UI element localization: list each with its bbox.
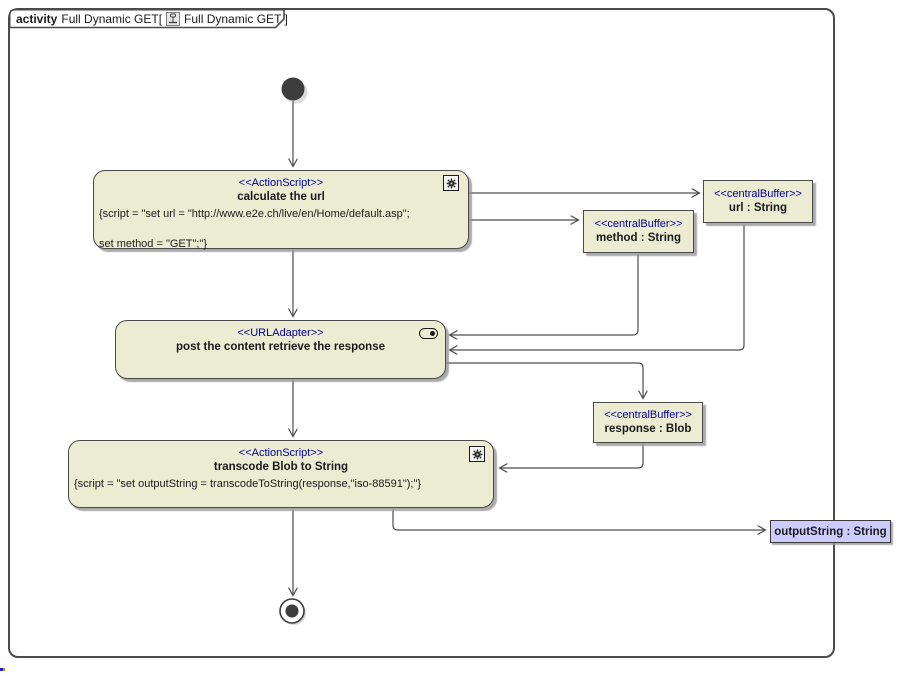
action-name: post the content retrieve the response — [176, 341, 385, 353]
frame-name-post: Full Dynamic GET ] — [184, 12, 288, 26]
action-script-text: {script = "set url = "http://www.e2e.ch/… — [99, 208, 410, 250]
initial-node[interactable] — [281, 77, 308, 104]
central-buffer-response[interactable]: <<centralBuffer>> response : Blob — [593, 402, 703, 443]
final-node[interactable] — [279, 598, 306, 625]
output-parameter-node[interactable]: outputString : String — [770, 520, 891, 543]
action-transcode[interactable]: <<ActionScript>> transcode Blob to Strin… — [68, 440, 494, 508]
activity-diagram-icon — [166, 12, 181, 26]
stereotype-label: <<URLAdapter>> — [237, 327, 324, 339]
frame-title: activity Full Dynamic GET[ Full Dynamic … — [16, 11, 288, 27]
buffer-name: response : Blob — [604, 423, 692, 435]
stereotype-label: <<ActionScript>> — [238, 177, 324, 189]
central-buffer-url[interactable]: <<centralBuffer>> url : String — [703, 180, 813, 223]
buffer-name: url : String — [728, 202, 788, 214]
stereotype-label: <<ActionScript>> — [238, 447, 324, 459]
gear-icon — [443, 175, 459, 191]
action-script-text: {script = "set outputString = transcodeT… — [74, 478, 422, 490]
stereotype-label: <<centralBuffer>> — [714, 188, 802, 200]
edge-post-to-response — [446, 362, 643, 398]
action-post-retrieve[interactable]: <<URLAdapter>> post the content retrieve… — [115, 320, 446, 379]
edge-url-to-post — [450, 224, 745, 350]
frame-keyword: activity — [16, 12, 58, 26]
central-buffer-method[interactable]: <<centralBuffer>> method : String — [583, 210, 694, 253]
activity-frame — [8, 8, 835, 658]
action-calculate-url[interactable]: <<ActionScript>> calculate the url {scri… — [93, 170, 469, 250]
edge-transcode-to-output — [392, 509, 765, 530]
gear-icon — [469, 446, 485, 462]
screen-artifact — [0, 668, 5, 671]
buffer-name: method : String — [596, 232, 681, 244]
action-name: calculate the url — [237, 191, 325, 203]
action-name: transcode Blob to String — [213, 461, 349, 473]
edge-response-to-transcode — [500, 443, 644, 468]
stereotype-label: <<centralBuffer>> — [604, 409, 692, 421]
edge-method-to-post — [450, 254, 639, 335]
frame-title-tab — [8, 8, 285, 29]
parameter-name: outputString : String — [774, 525, 887, 538]
frame-name-pre: Full Dynamic GET[ — [61, 12, 163, 26]
stereotype-label: <<centralBuffer>> — [594, 218, 683, 230]
adapter-icon — [419, 328, 438, 339]
